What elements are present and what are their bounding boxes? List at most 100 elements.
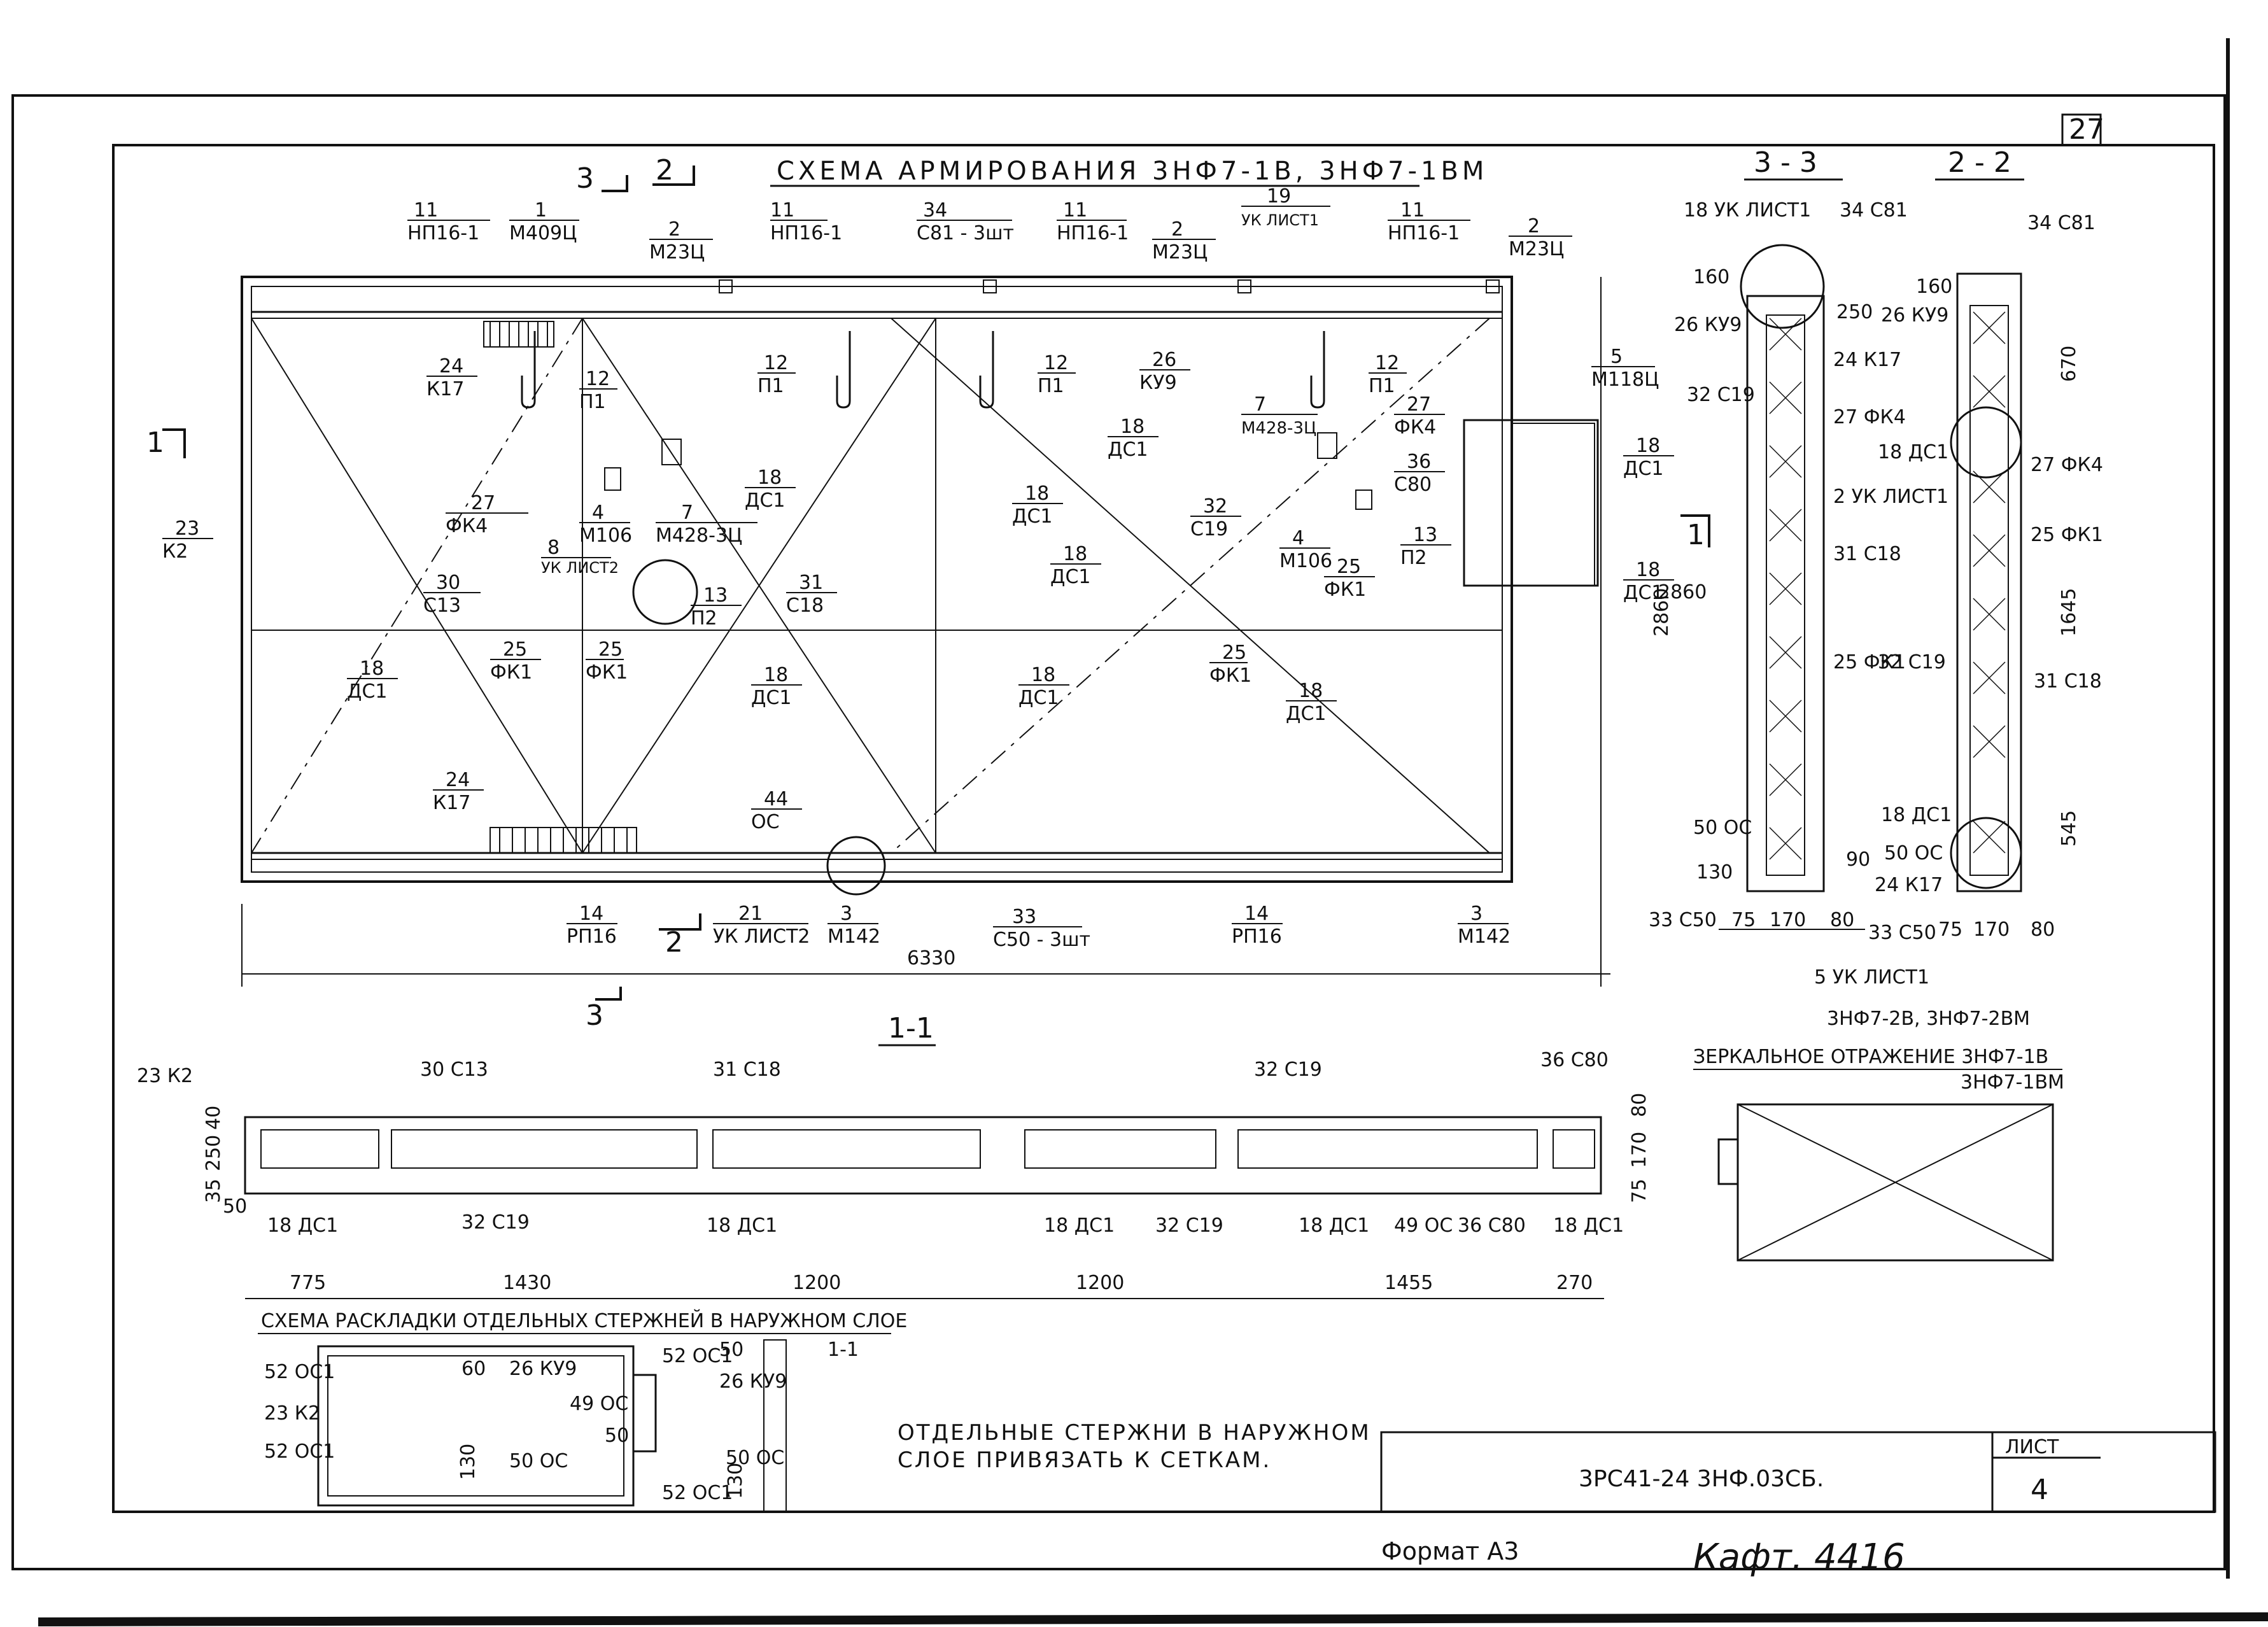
svg-text:75: 75 [1628,1179,1651,1203]
svg-text:М106: М106 [1279,550,1332,572]
svg-text:18 ДС1: 18 ДС1 [1044,1215,1115,1237]
svg-text:32 С19: 32 С19 [1687,384,1755,406]
svg-text:26 КУ9: 26 КУ9 [719,1370,787,1393]
svg-text:32: 32 [1203,495,1227,518]
svg-text:18: 18 [764,664,788,686]
section-3-3: 3 - 3 18 УК ЛИСТ1 34 С81 26 КУ9 24 К17 2… [1649,146,1946,931]
svg-text:270: 270 [1556,1272,1593,1294]
svg-text:18: 18 [1120,416,1145,438]
svg-text:П1: П1 [579,391,606,413]
svg-text:М23Ц: М23Ц [1152,241,1208,264]
plan-width-dim: 6330 [907,947,955,969]
svg-text:УК ЛИСТ2: УК ЛИСТ2 [713,926,810,948]
svg-text:ДС1: ДС1 [347,680,387,703]
svg-text:П1: П1 [757,375,784,397]
svg-text:С18: С18 [786,595,824,617]
inner-frame [112,144,2215,1513]
svg-text:ДС1: ДС1 [1018,687,1059,709]
svg-text:ОС: ОС [751,811,780,833]
svg-text:18 ДС1: 18 ДС1 [267,1215,338,1237]
svg-text:УК ЛИСТ1: УК ЛИСТ1 [1241,211,1319,229]
svg-text:250: 250 [1836,301,1873,323]
svg-text:25: 25 [503,638,527,661]
svg-text:23 К2: 23 К2 [137,1065,193,1087]
svg-text:2: 2 [1171,218,1183,241]
svg-text:М23Ц: М23Ц [649,241,705,264]
svg-text:5 УК ЛИСТ1: 5 УК ЛИСТ1 [1814,966,1929,989]
svg-text:М428-3Ц: М428-3Ц [656,525,742,547]
svg-text:11: 11 [1400,199,1425,222]
svg-text:18: 18 [1299,680,1323,702]
svg-text:75: 75 [1731,909,1756,931]
svg-text:50 ОС: 50 ОС [509,1450,568,1472]
svg-text:НП16-1: НП16-1 [407,222,479,244]
svg-text:50 ОС: 50 ОС [1884,842,1943,864]
svg-text:2 УК ЛИСТ1: 2 УК ЛИСТ1 [1833,486,1948,508]
svg-text:26 КУ9: 26 КУ9 [1881,304,1948,327]
svg-text:К2: К2 [162,540,188,563]
svg-text:50: 50 [719,1339,743,1361]
svg-text:31: 31 [799,572,823,594]
svg-text:18: 18 [757,467,782,489]
svg-text:80: 80 [1830,909,1854,931]
svg-text:НП16-1: НП16-1 [1388,222,1460,244]
svg-text:27 ФК4: 27 ФК4 [1833,406,1906,428]
svg-text:170: 170 [1628,1132,1651,1168]
svg-text:М118Ц: М118Ц [1591,369,1659,391]
svg-text:2860: 2860 [1658,581,1707,603]
svg-text:1200: 1200 [792,1272,841,1294]
svg-text:33 С50: 33 С50 [1649,909,1717,931]
svg-text:130: 130 [1696,861,1733,884]
outer-frame [11,94,2226,1570]
svg-text:27: 27 [1407,393,1431,416]
svg-text:ФК1: ФК1 [1324,579,1366,601]
section-2-2-title: 2 - 2 [1948,146,2011,179]
panel-outline [241,276,1513,883]
svg-text:130: 130 [724,1463,747,1499]
svg-text:18: 18 [1636,559,1660,581]
svg-text:50: 50 [223,1195,247,1218]
svg-text:44: 44 [764,788,788,810]
svg-text:25 ФК1: 25 ФК1 [1833,651,1906,673]
svg-text:ДС1: ДС1 [1012,505,1052,528]
svg-text:23 К2: 23 К2 [264,1402,320,1425]
svg-text:170: 170 [1973,919,2010,941]
svg-text:8: 8 [547,537,560,559]
svg-text:160: 160 [1693,266,1729,288]
general-note: ОТДЕЛЬНЫЕ СТЕРЖНИ В НАРУЖНОМ СЛОЕ ПРИВЯЗ… [898,1420,1371,1473]
svg-text:23: 23 [175,518,199,540]
svg-text:П1: П1 [1369,375,1395,397]
svg-text:25: 25 [598,638,623,661]
svg-text:18: 18 [1636,435,1660,457]
svg-text:12: 12 [764,352,788,374]
svg-text:670: 670 [2058,346,2080,382]
plan-label: 8УК ЛИСТ2 [541,537,619,577]
svg-text:ДС1: ДС1 [1108,439,1148,461]
svg-text:50 ОС: 50 ОС [726,1447,784,1469]
svg-text:НП16-1: НП16-1 [1057,222,1129,244]
svg-text:П2: П2 [1400,547,1427,569]
svg-text:36 С80: 36 С80 [1458,1215,1526,1237]
svg-text:160: 160 [1916,276,1952,298]
svg-text:1455: 1455 [1384,1272,1433,1294]
svg-text:60: 60 [461,1358,486,1380]
svg-text:М409Ц: М409Ц [509,222,577,244]
layout-scheme: СХЕМА РАСКЛАДКИ ОТДЕЛЬНЫХ СТЕРЖНЕЙ В НАР… [258,1309,907,1512]
svg-text:170: 170 [1770,909,1806,931]
reinforcement-plan: 6330 2860 [241,276,1673,987]
svg-text:С80: С80 [1394,474,1432,496]
svg-text:РП16: РП16 [567,926,617,948]
